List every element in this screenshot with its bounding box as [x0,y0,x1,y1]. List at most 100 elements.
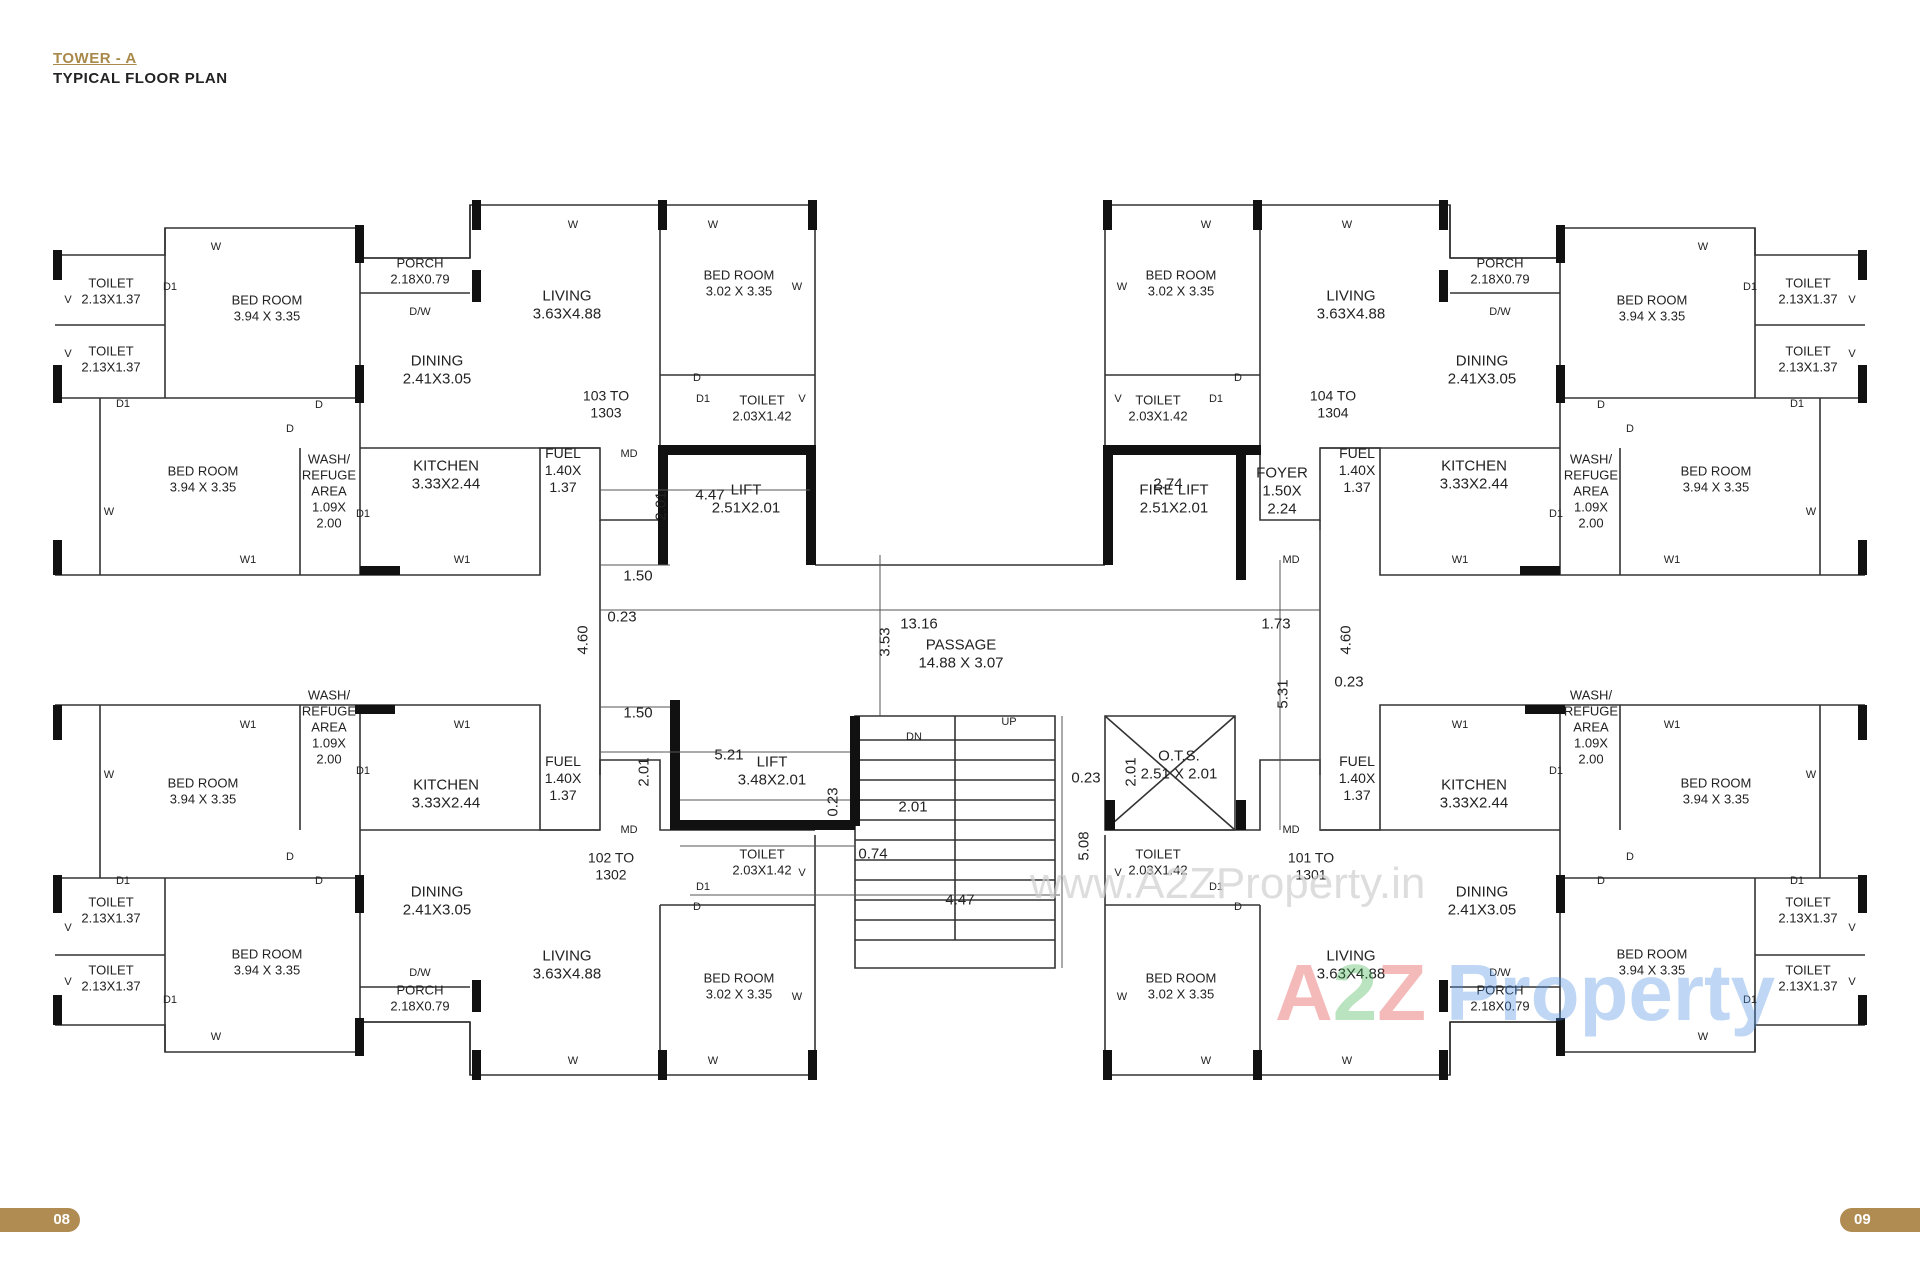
dimension-value: 0.23 [1071,769,1100,786]
structural-columns [53,200,1867,1080]
opening-tag: D [1234,372,1242,384]
opening-tag: D1 [356,765,370,777]
dimension-value: 2.01 [652,491,669,520]
opening-tag: D1 [1549,508,1563,520]
opening-tag: W [568,219,579,231]
opening-tag: W [104,506,115,518]
opening-tag: D [1597,399,1605,411]
opening-tag: V [798,867,806,879]
opening-tag: D1 [1790,875,1804,887]
dimension-value: 1.50 [623,704,652,721]
opening-tag: W [1342,1055,1353,1067]
opening-tag: MD [620,824,637,836]
opening-tag: D/W [409,306,431,318]
opening-tag: D1 [163,281,177,293]
dimension-value: 2.74 [1153,475,1182,492]
dimension-values: 4.472.011.500.234.6013.163.532.741.734.6… [574,475,1363,908]
opening-tag: D1 [356,508,370,520]
opening-tag: D1 [1209,881,1223,893]
tower-title: TOWER - A [53,50,137,67]
watermark-url: www.A2ZProperty.in [1029,859,1425,908]
opening-tag: W [104,769,115,781]
opening-tag: W [1806,506,1817,518]
opening-tag: D1 [1209,393,1223,405]
opening-tag: DN [906,731,922,743]
opening-tag: V [1848,348,1856,360]
opening-tag: W [1117,281,1128,293]
opening-tag: W [1201,1055,1212,1067]
opening-tag: V [1114,393,1122,405]
opening-tag: MD [620,448,637,460]
opening-tag: MD [1282,554,1299,566]
opening-tag: D [286,851,294,863]
dimension-lines [600,489,1321,968]
opening-tag: W1 [240,719,257,731]
dimension-value: 5.08 [1075,831,1092,860]
opening-tag: D [315,875,323,887]
opening-tag: D1 [696,393,710,405]
dimension-value: 4.47 [945,891,974,908]
opening-tag: D/W [1489,967,1511,979]
dimension-value: 3.53 [876,627,893,656]
opening-tag: D1 [116,875,130,887]
opening-tag: V [64,922,72,934]
opening-tag: D1 [163,994,177,1006]
opening-tag: D [693,372,701,384]
opening-tag: D/W [409,967,431,979]
dimension-value: 4.60 [574,625,591,654]
opening-tag: W [792,281,803,293]
opening-tag: V [64,976,72,988]
opening-tag: D1 [696,881,710,893]
dimension-value: 0.23 [824,787,841,816]
opening-tag: W [1201,219,1212,231]
opening-tag: W [1698,241,1709,253]
page-number-left: 08 [0,1208,80,1232]
opening-tag: D1 [1549,765,1563,777]
dimension-value: 2.01 [1122,757,1139,786]
opening-tag: D1 [1743,281,1757,293]
dimension-value: 1.73 [1261,615,1290,632]
opening-tag: D [1626,423,1634,435]
opening-tag: W [708,1055,719,1067]
opening-tag: W1 [1664,554,1681,566]
opening-tag: D/W [1489,306,1511,318]
dimension-value: 0.74 [858,845,887,862]
dimension-value: 5.31 [1274,679,1291,708]
opening-tag: D [1597,875,1605,887]
opening-tag: D [315,399,323,411]
